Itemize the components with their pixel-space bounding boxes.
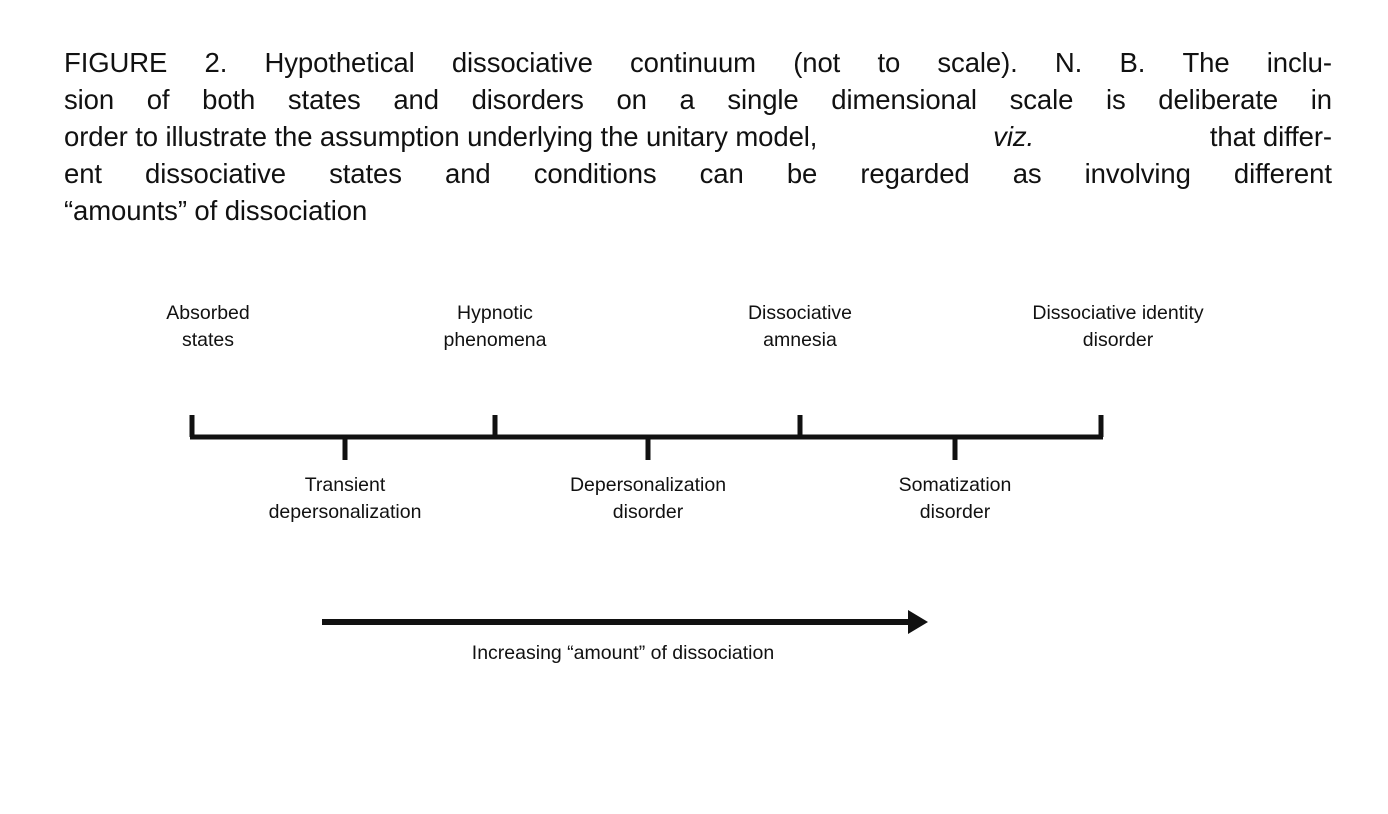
caption-word: in xyxy=(1310,84,1332,115)
caption-word: of xyxy=(146,84,170,115)
caption-word: disorders xyxy=(471,84,584,115)
caption-word: dissociative xyxy=(451,47,593,78)
caption-word: and xyxy=(393,84,439,115)
caption-line-4: ent dissociative states and conditions c… xyxy=(64,155,1332,192)
caption-word: is xyxy=(1105,84,1126,115)
axis-label-depersonalization-disorder: Depersonalization disorder xyxy=(570,472,726,526)
caption-line-1: FIGURE 2. Hypothetical dissociative cont… xyxy=(64,44,1332,81)
caption-word: inclu- xyxy=(1266,47,1332,78)
caption-word: FIGURE xyxy=(64,47,168,78)
axis-label-hypnotic-phenomena: Hypnotic phenomena xyxy=(443,300,546,354)
label-line-1: Hypnotic xyxy=(457,302,533,324)
label-line-1: Somatization xyxy=(898,474,1012,496)
caption-word: dissociative xyxy=(145,158,286,189)
caption-word: continuum xyxy=(630,47,756,78)
caption-word: can xyxy=(699,158,744,189)
caption-word: deliberate xyxy=(1158,84,1279,115)
label-line-1: Absorbed xyxy=(166,302,250,324)
axis-label-somatization-disorder: Somatization disorder xyxy=(899,472,1012,526)
label-line-2: phenomena xyxy=(443,329,547,351)
caption-text-post: that differ- xyxy=(1209,121,1332,152)
caption-word: be xyxy=(786,158,818,189)
caption-line-5: “amounts” of dissociation xyxy=(64,195,368,226)
axis-label-transient-depersonalization: Transient depersonalization xyxy=(269,472,422,526)
caption-line-3: order to illustrate the assumption under… xyxy=(64,118,1332,155)
label-line-2: disorder xyxy=(612,501,684,523)
label-line-1: Dissociative xyxy=(747,302,853,324)
label-line-2: depersonalization xyxy=(268,501,422,523)
label-line-1: Transient xyxy=(304,474,386,496)
label-line-2: states xyxy=(181,329,235,351)
axis-label-dissociative-identity-disorder: Dissociative identity disorder xyxy=(1032,300,1203,354)
caption-word: involving xyxy=(1084,158,1191,189)
caption-word: The xyxy=(1182,47,1230,78)
caption-word: sion xyxy=(64,84,115,115)
caption-word: conditions xyxy=(533,158,657,189)
caption-word: states xyxy=(329,158,402,189)
caption-word: (not xyxy=(793,47,841,78)
caption-word: B. xyxy=(1119,47,1146,78)
caption-word: scale xyxy=(1009,84,1074,115)
caption-word: N. xyxy=(1054,47,1083,78)
axis-label-absorbed-states: Absorbed states xyxy=(166,300,249,354)
caption-word: ent xyxy=(64,158,102,189)
axis-label-dissociative-amnesia: Dissociative amnesia xyxy=(748,300,852,354)
caption-word: 2. xyxy=(204,47,228,78)
caption-word: different xyxy=(1233,158,1332,189)
caption-word: as xyxy=(1012,158,1042,189)
caption-word: states xyxy=(287,84,361,115)
caption-word: a xyxy=(679,84,695,115)
direction-arrow-head xyxy=(908,610,928,634)
caption-word: and xyxy=(445,158,491,189)
continuum-axis-svg xyxy=(189,415,1104,634)
caption-word: on xyxy=(616,84,647,115)
direction-arrow-caption: Increasing “amount” of dissociation xyxy=(471,642,775,664)
caption-line-2: sion of both states and disorders on a s… xyxy=(64,81,1332,118)
label-line-2: disorder xyxy=(919,501,991,523)
label-line-2: amnesia xyxy=(763,329,837,351)
caption-word: Hypothetical xyxy=(264,47,415,78)
caption-viz-italic: viz. xyxy=(993,121,1035,152)
caption-word: scale). xyxy=(937,47,1018,78)
caption-word: both xyxy=(202,84,256,115)
continuum-diagram: Absorbed states Hypnotic phenomena Disso… xyxy=(0,280,1388,700)
label-line-1: Dissociative identity xyxy=(1032,302,1204,324)
caption-text-pre: order to illustrate the assumption under… xyxy=(64,121,818,152)
caption-word: single xyxy=(727,84,799,115)
label-line-2: disorder xyxy=(1082,329,1154,351)
caption-word: to xyxy=(877,47,901,78)
caption-word: dimensional xyxy=(831,84,977,115)
caption-word: regarded xyxy=(860,158,970,189)
figure-caption: FIGURE 2. Hypothetical dissociative cont… xyxy=(64,44,1332,229)
label-line-1: Depersonalization xyxy=(569,474,727,496)
